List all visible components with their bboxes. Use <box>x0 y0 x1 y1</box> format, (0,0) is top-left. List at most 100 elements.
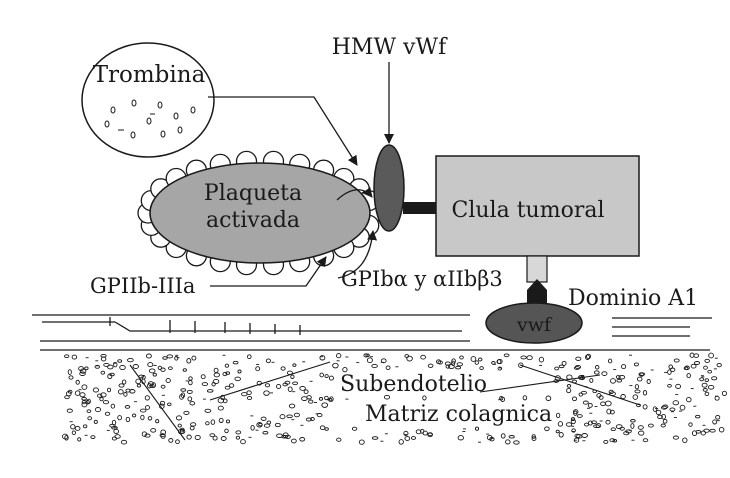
matrix-speck <box>371 436 379 440</box>
activated-platelet: Plaqueta activada <box>137 150 383 276</box>
matrix-speck <box>500 396 506 402</box>
matrix-speck <box>633 362 639 367</box>
matrix-speck <box>287 386 293 392</box>
matrix-speck <box>474 360 479 365</box>
matrix-speck <box>155 419 160 424</box>
matrix-speck <box>87 416 93 421</box>
matrix-speck <box>329 396 334 402</box>
matrix-speck <box>572 409 579 415</box>
matrix-speck <box>225 419 231 424</box>
matrix-speck <box>189 401 196 406</box>
matrix-speck <box>415 429 422 435</box>
gpib-receptor <box>373 144 405 232</box>
matrix-speck <box>201 382 209 387</box>
matrix-speck <box>398 439 404 445</box>
tumor-cell: Clula tumoral <box>435 155 640 257</box>
matrix-speck <box>209 433 216 438</box>
matrix-speck <box>647 423 654 428</box>
matrix-speck <box>686 373 691 379</box>
matrix-speck <box>318 397 324 401</box>
matrix-speck <box>593 370 600 375</box>
matrix-speck <box>606 408 612 415</box>
matrix-speck <box>455 365 462 370</box>
matrix-speck <box>189 422 197 427</box>
matrix-speck <box>131 413 137 418</box>
matrix-speck <box>575 356 582 361</box>
matrix-speck <box>558 364 565 369</box>
matrix-speck <box>292 363 297 367</box>
matrix-speck <box>508 435 515 439</box>
matrix-speck <box>113 428 120 434</box>
matrix-speck <box>237 369 242 374</box>
matrix-speck <box>497 366 503 371</box>
matrix-speck <box>125 416 131 423</box>
subendothelium-label: Subendotelio <box>340 372 487 397</box>
matrix-speck <box>589 377 594 383</box>
matrix-speck <box>107 373 113 380</box>
matrix-speck <box>191 355 197 361</box>
matrix-speck <box>179 429 186 434</box>
matrix-speck <box>139 408 147 413</box>
matrix-speck <box>366 357 373 364</box>
matrix-speck <box>363 353 369 358</box>
matrix-speck <box>707 369 713 374</box>
matrix-speck <box>693 353 700 358</box>
matrix-speck <box>147 362 154 368</box>
matrix-speck <box>81 396 87 401</box>
matrix-speck <box>151 382 156 388</box>
matrix-speck <box>104 411 111 416</box>
hmw-vwf-label: HMW vWf <box>332 35 448 60</box>
matrix-speck <box>721 390 727 397</box>
subendothelium-lines <box>32 314 712 351</box>
matrix-speck <box>94 407 102 413</box>
matrix-speck <box>124 405 131 409</box>
matrix-speck <box>686 396 692 403</box>
matrix-speck <box>477 357 483 362</box>
matrix-speck <box>667 369 672 375</box>
matrix-speck <box>123 392 128 397</box>
matrix-speck <box>328 375 334 381</box>
matrix-speck <box>265 358 271 364</box>
matrix-speck <box>109 423 116 428</box>
matrix-speck <box>324 395 329 401</box>
matrix-speck <box>600 401 606 407</box>
matrix-speck <box>711 376 718 381</box>
matrix-speck <box>598 395 604 400</box>
matrix-speck <box>82 424 88 429</box>
matrix-speck <box>262 430 269 435</box>
matrix-speck <box>470 356 477 362</box>
matrix-speck <box>263 423 271 428</box>
matrix-speck <box>538 356 545 363</box>
matrix-speck <box>71 354 78 360</box>
matrix-speck <box>715 414 721 420</box>
matrix-speck <box>177 423 182 428</box>
matrix-speck <box>175 439 180 445</box>
matrix-speck <box>450 360 456 366</box>
matrix-speck <box>701 382 708 388</box>
matrix-speck <box>183 410 190 415</box>
matrix-speck <box>256 422 263 428</box>
matrix-speck <box>182 368 187 372</box>
matrix-speck <box>144 433 151 438</box>
matrix-speck <box>526 355 533 361</box>
matrix-speck <box>703 365 708 370</box>
matrix-speck <box>479 366 484 371</box>
matrix-speck <box>75 379 80 385</box>
matrix-speck <box>260 416 267 421</box>
matrix-speck <box>64 354 70 359</box>
matrix-speck <box>336 437 342 442</box>
matrix-speck <box>684 365 690 371</box>
matrix-speck <box>704 358 710 363</box>
matrix-speck <box>699 377 705 382</box>
matrix-speck <box>358 439 365 445</box>
matrix-speck <box>100 392 107 398</box>
matrix-speck <box>503 353 510 358</box>
platelet-label-line2: activada <box>206 208 300 233</box>
matrix-speck <box>581 433 588 438</box>
matrix-speck <box>351 426 358 431</box>
matrix-speck <box>86 409 92 414</box>
matrix-speck <box>147 416 153 421</box>
matrix-speck <box>180 388 187 392</box>
matrix-speck <box>451 358 456 364</box>
matrix-speck <box>652 406 658 412</box>
